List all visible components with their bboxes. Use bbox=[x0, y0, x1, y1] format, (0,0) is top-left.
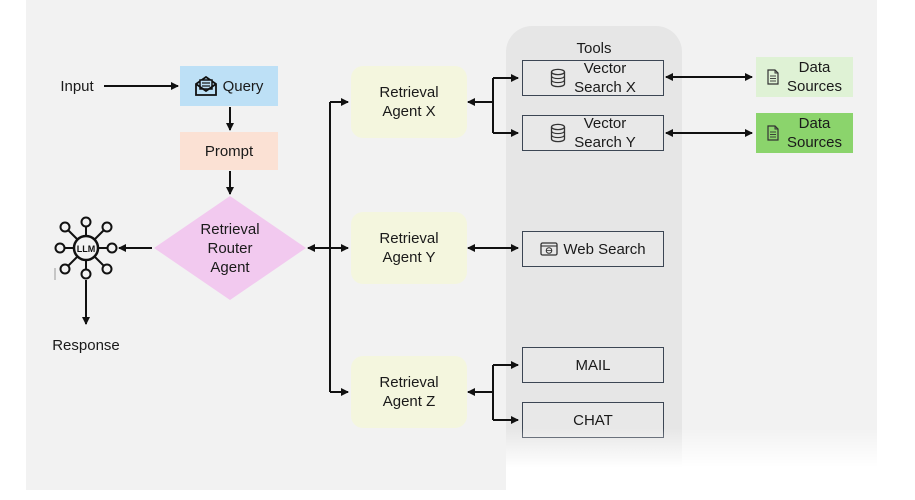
data-y-line-2: Sources bbox=[786, 134, 843, 151]
data-sources-y: Data Sources bbox=[756, 113, 853, 153]
vector-y-line-1: Vector bbox=[583, 115, 627, 132]
mail-tool: MAIL bbox=[522, 347, 664, 383]
agent-x-line-1: Retrieval bbox=[379, 84, 439, 101]
prompt-label: Prompt bbox=[204, 142, 254, 160]
vector-x-line-2: Search X bbox=[574, 79, 636, 96]
data-x-line-1: Data bbox=[798, 59, 831, 76]
mail-envelope-icon bbox=[194, 76, 217, 96]
agent-z-line-1: Retrieval bbox=[379, 374, 439, 391]
router-label-line-1: Retrieval bbox=[200, 221, 260, 238]
vector-search-y: Vector Search Y bbox=[522, 115, 664, 151]
web-search-label: Web Search bbox=[563, 240, 646, 258]
llm-label: LLM bbox=[77, 244, 96, 254]
mail-label: MAIL bbox=[575, 356, 611, 374]
chat-tool: CHAT bbox=[522, 402, 664, 438]
chat-label: CHAT bbox=[573, 411, 613, 429]
agent-z-line-2: Agent Z bbox=[382, 393, 436, 410]
prompt-box: Prompt bbox=[180, 132, 278, 170]
document-icon bbox=[767, 69, 779, 85]
router-diamond bbox=[154, 196, 306, 300]
document-icon bbox=[767, 125, 779, 141]
data-y-line-1: Data bbox=[798, 115, 831, 132]
vector-y-line-2: Search Y bbox=[574, 134, 636, 151]
web-search-tool: Web Search bbox=[522, 231, 664, 267]
query-box: Query bbox=[180, 66, 278, 106]
agent-y-line-1: Retrieval bbox=[379, 230, 439, 247]
vector-search-x: Vector Search X bbox=[522, 60, 664, 96]
data-x-line-2: Sources bbox=[786, 78, 843, 95]
response-label: Response bbox=[52, 337, 120, 354]
llm-network-icon bbox=[54, 216, 118, 280]
database-icon bbox=[550, 123, 566, 143]
retrieval-agent-x: Retrieval Agent X bbox=[351, 66, 467, 138]
tools-title: Tools bbox=[576, 40, 612, 57]
data-sources-x: Data Sources bbox=[756, 57, 853, 97]
web-browser-icon bbox=[540, 242, 559, 256]
agent-x-line-2: Agent X bbox=[382, 103, 436, 120]
retrieval-agent-z: Retrieval Agent Z bbox=[351, 356, 467, 428]
retrieval-agent-y: Retrieval Agent Y bbox=[351, 212, 467, 284]
router-label-line-2: Router bbox=[207, 240, 253, 257]
query-label: Query bbox=[222, 77, 264, 95]
router-label: Retrieval Router Agent bbox=[180, 220, 280, 277]
agent-y-line-2: Agent Y bbox=[382, 249, 436, 266]
input-label: Input bbox=[60, 78, 94, 95]
router-label-line-3: Agent bbox=[210, 259, 250, 276]
vector-x-line-1: Vector bbox=[583, 60, 627, 77]
database-icon bbox=[550, 68, 566, 88]
